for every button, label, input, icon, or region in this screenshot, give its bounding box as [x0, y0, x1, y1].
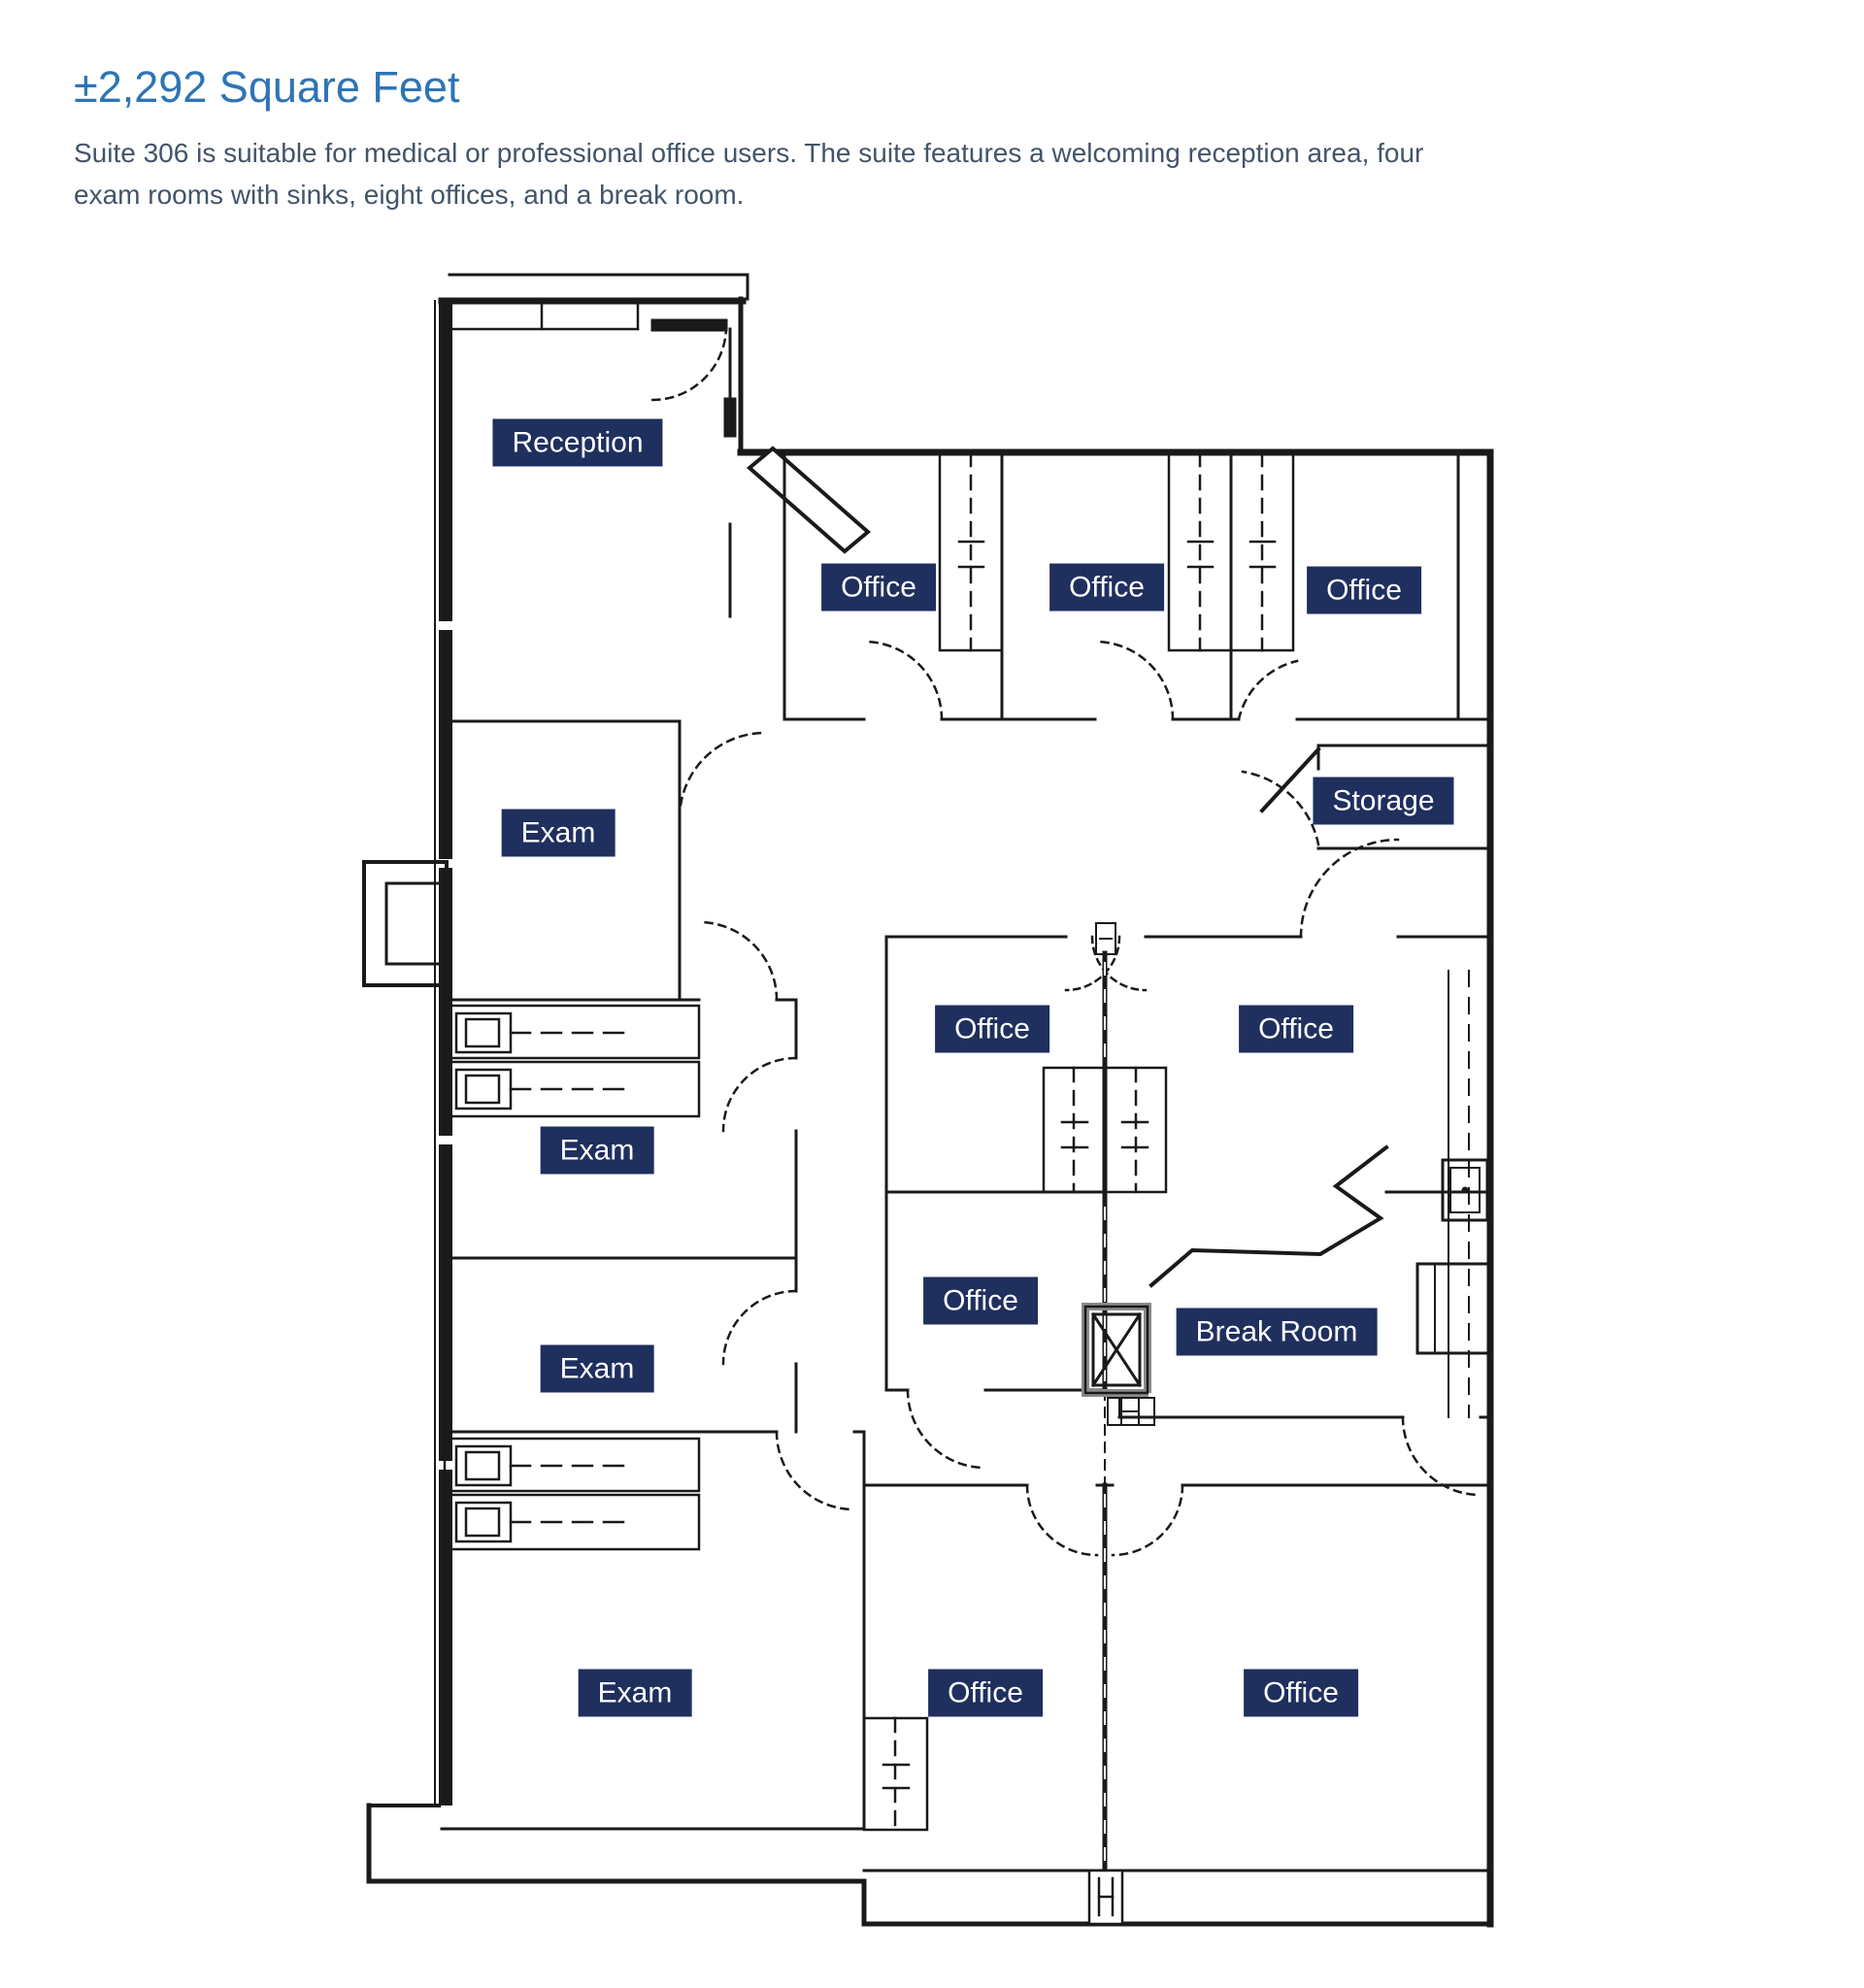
reception-walls [650, 318, 872, 618]
sink-counter-pair-1 [443, 1004, 701, 1118]
door-arc-exam-2 [721, 1056, 798, 1133]
door-arc-reception-entry [650, 324, 728, 402]
top-office-row-walls [782, 450, 1492, 721]
door-arc-double-right [1090, 935, 1148, 992]
room-label-reception: Reception [492, 418, 663, 467]
room-label-exam-2: Exam [540, 1126, 654, 1175]
storage-walls [1241, 744, 1492, 939]
room-label-office-5: Office [1239, 1005, 1353, 1053]
top-office-closets [938, 450, 1295, 652]
wall-post-center [1107, 1397, 1155, 1426]
door-arc-exam-4 [775, 1430, 856, 1511]
room-label-office-3: Office [1307, 566, 1421, 614]
door-arc-office-2 [1093, 640, 1175, 721]
door-arc-office-8 [1111, 1483, 1184, 1557]
center-closets [1042, 1066, 1168, 1194]
reception-desk [746, 446, 872, 554]
exam-rooms-walls [440, 719, 866, 1831]
center-block-walls [884, 922, 1492, 1873]
page-title: ±2,292 Square Feet [74, 62, 460, 113]
door-arc-office-3 [1237, 659, 1299, 721]
door-arc-office-6 [906, 1388, 987, 1470]
door-arc-office-1 [862, 640, 944, 721]
bottom-offices-walls [862, 1483, 1492, 1832]
accordion-door [1148, 1144, 1389, 1288]
room-label-break-room: Break Room [1176, 1308, 1378, 1356]
room-label-exam-3: Exam [540, 1344, 654, 1393]
room-label-office-4: Office [935, 1005, 1049, 1053]
door-arc-break-room [1401, 1415, 1482, 1497]
room-label-office-8: Office [1244, 1669, 1358, 1717]
door-arc-exam-3 [721, 1289, 798, 1366]
room-label-office-2: Office [1049, 563, 1164, 612]
wall-post-bottom [1087, 1869, 1124, 1926]
door-arc-corridor-right [1299, 838, 1400, 939]
door-arc-exam-1 [678, 731, 767, 820]
door-arc-office-7 [1025, 1483, 1099, 1557]
room-label-exam-4: Exam [578, 1669, 692, 1717]
exam-sinks [443, 1004, 701, 1551]
break-room-counters [1415, 970, 1491, 1418]
storage-door-leaf [1259, 746, 1321, 813]
room-label-office-6: Office [923, 1276, 1038, 1325]
room-label-storage: Storage [1313, 777, 1454, 825]
floor-plan-drawing [362, 273, 1494, 1928]
room-label-exam-1: Exam [501, 809, 616, 857]
exterior-bay [362, 860, 449, 987]
door-arc-exam-1b [697, 920, 779, 1002]
sink-counter-pair-2 [443, 1437, 701, 1551]
door-arc-storage [1241, 770, 1320, 846]
room-label-office-7: Office [928, 1669, 1043, 1717]
elevator [1082, 1303, 1151, 1397]
room-label-office-1: Office [821, 563, 936, 612]
door-arc-double-left [1064, 935, 1121, 992]
suite-description: Suite 306 is suitable for medical or pro… [74, 138, 1424, 211]
